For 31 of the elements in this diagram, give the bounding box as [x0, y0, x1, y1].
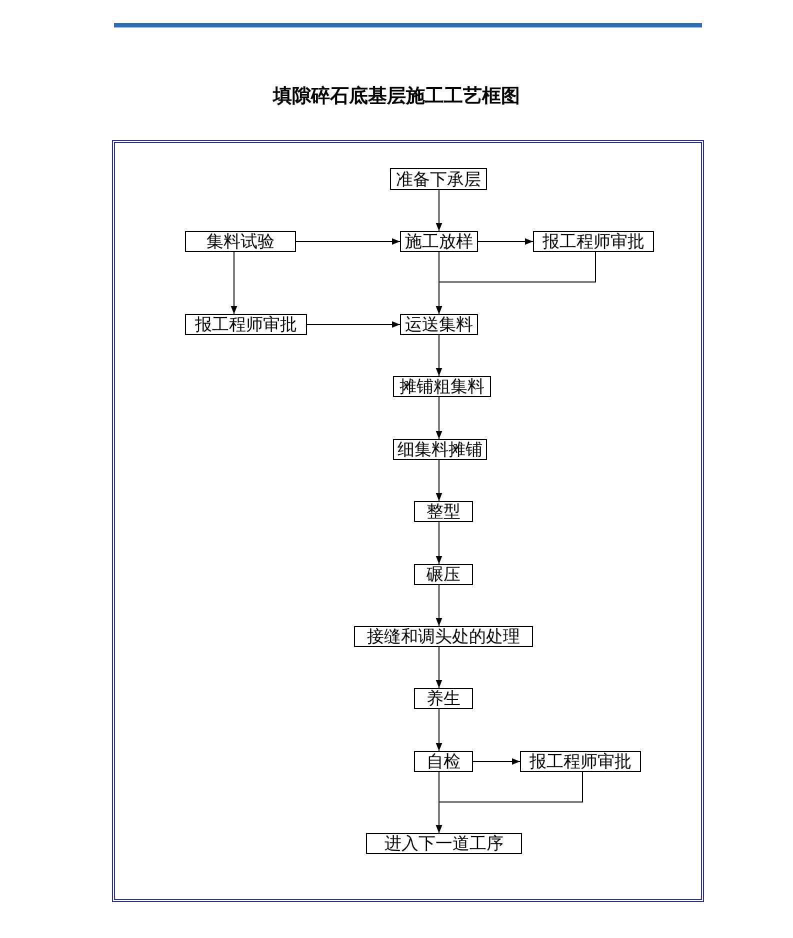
arrow — [478, 238, 534, 245]
arrow — [436, 708, 442, 752]
arrow — [230, 252, 238, 314]
arrow — [436, 190, 442, 232]
arrow — [436, 522, 442, 564]
process-box: 运送集料 — [400, 314, 478, 335]
process-box: 自检 — [414, 751, 473, 772]
arrow — [436, 460, 442, 502]
process-box: 报工程师审批 — [185, 314, 307, 335]
arrow — [436, 252, 442, 314]
arrow — [436, 396, 442, 440]
diagram-title: 填隙碎石底基层施工工艺框图 — [272, 84, 521, 109]
arrow — [436, 584, 442, 626]
process-box: 集料试验 — [185, 231, 296, 252]
arrow — [306, 321, 400, 328]
process-box: 养生 — [414, 688, 473, 709]
process-box: 进入下一道工序 — [366, 833, 522, 854]
process-box: 碾压 — [414, 564, 473, 585]
arrow — [436, 772, 583, 834]
process-box: 施工放样 — [400, 231, 478, 252]
process-box: 接缝和调头处的处理 — [354, 626, 533, 647]
process-box: 细集料摊铺 — [393, 439, 487, 460]
arrow — [296, 238, 400, 245]
arrow — [436, 334, 442, 376]
arrow — [436, 646, 442, 688]
process-box: 整型 — [414, 501, 473, 522]
process-box: 准备下承层 — [390, 168, 487, 190]
arrow — [472, 758, 520, 765]
process-box: 报工程师审批 — [533, 231, 654, 252]
process-box: 报工程师审批 — [520, 751, 641, 772]
process-box: 摊铺粗集料 — [393, 376, 491, 397]
